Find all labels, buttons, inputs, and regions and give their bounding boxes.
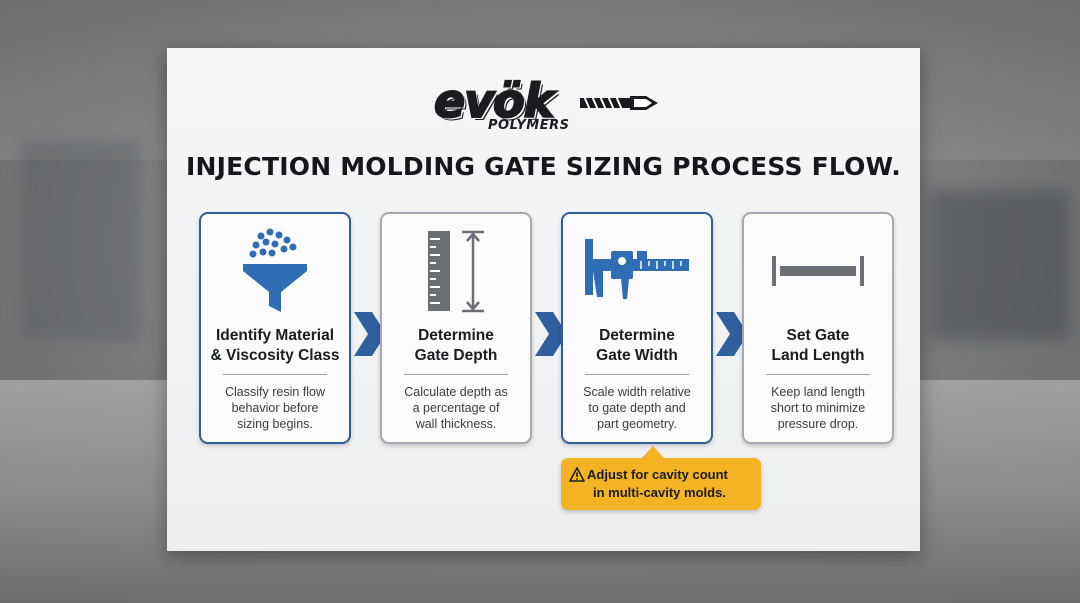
step-divider [223, 374, 327, 375]
chevron-right-icon [354, 312, 386, 356]
logo-word: evök [433, 73, 555, 129]
step-description: Scale width relative to gate depth and p… [583, 385, 691, 431]
funnel-icon [243, 228, 307, 312]
step-card-gate-width: Determine Gate Width Scale width relativ… [561, 212, 713, 444]
step-heading: Set Gate Land Length [771, 327, 865, 364]
step-heading: Determine Gate Width [596, 327, 678, 364]
background-blur-left [20, 140, 140, 340]
warning-icon [569, 467, 585, 482]
step-divider [585, 374, 689, 375]
callout-pointer [641, 446, 665, 459]
infographic-board: evök POLYMERS INJECTION MOLDING GATE SIZ… [167, 48, 920, 551]
logo-subtitle: POLYMERS [488, 118, 570, 133]
step-description: Classify resin flow behavior before sizi… [224, 385, 326, 431]
background-blur-right [930, 190, 1070, 340]
chevron-right-icon [716, 312, 748, 356]
step-divider [766, 374, 870, 375]
screw-icon [580, 95, 658, 111]
length-bar-icon [772, 255, 864, 286]
cavity-count-callout: Adjust for cavity count in multi-cavity … [561, 446, 761, 510]
step-divider [404, 374, 508, 375]
step-description: Calculate depth as a percentage of wall … [404, 385, 508, 431]
page-title: INJECTION MOLDING GATE SIZING PROCESS FL… [186, 152, 901, 181]
step-heading: Determine Gate Depth [414, 327, 498, 364]
step-card-gate-depth: Determine Gate Depth Calculate depth as … [380, 212, 532, 444]
step-card-land-length: Set Gate Land Length Keep land length sh… [742, 212, 894, 444]
step-heading: Identify Material & Viscosity Class [210, 327, 340, 364]
chevron-right-icon [535, 312, 567, 356]
caliper-icon [585, 238, 689, 299]
step-card-identify-material: Identify Material & Viscosity Class Clas… [199, 212, 351, 444]
depth-gauge-icon [428, 230, 484, 312]
callout-text: Adjust for cavity count in multi-cavity … [587, 467, 728, 500]
step-description: Keep land length short to minimize press… [770, 385, 866, 431]
company-logo: evök POLYMERS [432, 73, 662, 140]
